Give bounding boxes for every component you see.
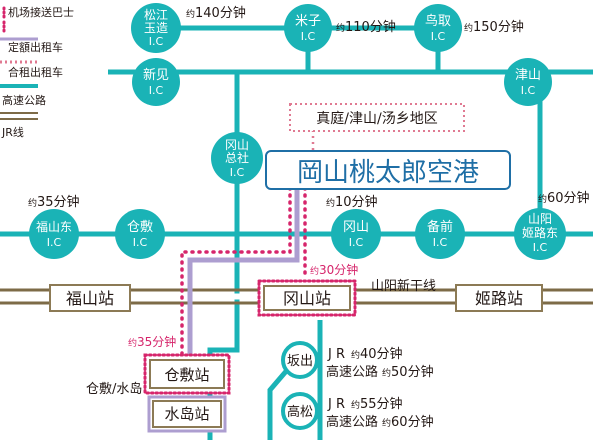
svg-text:仓敷: 仓敷 [127,220,153,235]
time-okayama-station: 约30分钟 [310,262,358,277]
ic-node-fukuyama-higashi: 福山东 I.C [29,209,79,259]
svg-text:福山东: 福山东 [36,219,72,234]
svg-text:I.C: I.C [149,35,164,48]
ic-node-okayama: 冈山 I.C [331,209,381,259]
ic-node-matsue: 松江 玉造 I.C [131,3,181,53]
ic-node-tsuyama: 津山 I.C [504,58,552,106]
station-mizushima: 水岛站 [147,395,227,433]
ic-node-yonago: 米子 I.C [284,4,332,52]
time-matsue: 约140分钟 [186,5,246,21]
takamatsu-hw-time: 高速公路约60分钟 [326,414,434,430]
airport-box: 岡山桃太郎空港 [265,150,511,190]
svg-text:水岛站: 水岛站 [164,405,209,423]
expressway-kurashiki-branch [207,340,240,440]
svg-text:I.C: I.C [349,236,364,249]
node-sakaide: 坂出 [281,341,319,379]
ic-node-tottori: 鸟取 I.C [414,4,462,52]
svg-text:I.C: I.C [149,84,164,97]
ic-node-okayama-soja: 冈山 总社 I.C [211,132,263,184]
ic-node-sanyo-himeji-higashi: 山阳 姬路东 I.C [514,208,566,260]
svg-text:I.C: I.C [533,241,548,254]
svg-text:I.C: I.C [230,166,245,179]
svg-text:山阳: 山阳 [528,212,552,226]
svg-text:I.C: I.C [47,236,62,249]
svg-text:冈山站: 冈山站 [283,289,331,308]
node-takamatsu: 高松 [281,392,319,430]
ic-node-kurashiki: 仓敷 I.C [115,209,165,259]
fixed-taxi-route-kurashiki [187,188,300,357]
legend-fixed-taxi-label: 定額出租车 [8,40,63,54]
svg-text:I.C: I.C [431,30,446,43]
svg-text:鸟取: 鸟取 [425,13,451,29]
bus-route-kurashiki [180,186,292,357]
svg-text:高松: 高松 [287,404,313,420]
shinkansen-label: 山阳新干线 [371,278,436,294]
svg-text:仓敷站: 仓敷站 [164,366,209,384]
time-himeji: 约60分钟 [538,190,590,206]
legend: 机场接送巴士 定額出租车 合租出租车 高速公路 JR线 [0,5,74,139]
legend-shared-taxi-label: 合租出租车 [8,65,63,79]
station-kurashiki: 仓敷站 [143,353,231,395]
ic-node-niimi: 新见 I.C [132,58,180,106]
svg-text:I.C: I.C [433,236,448,249]
svg-text:米子: 米子 [295,14,321,29]
svg-text:福山站: 福山站 [66,289,114,308]
svg-text:新见: 新见 [143,67,169,83]
svg-text:备前: 备前 [427,219,453,235]
sakaide-hw-time: 高速公路约50分钟 [326,364,434,380]
airport-title: 岡山桃太郎空港 [297,158,479,188]
time-fukuyama: 约35分钟 [28,194,80,210]
svg-text:姬路站: 姬路站 [475,289,523,308]
station-okayama: 冈山站 [257,279,357,317]
ic-node-bizen: 备前 I.C [415,209,465,259]
svg-text:I.C: I.C [301,30,316,43]
region-label: 真庭/津山/汤乡地区 [316,110,437,127]
svg-text:I.C: I.C [133,236,148,249]
svg-text:总社: 总社 [225,150,249,165]
svg-text:松江: 松江 [144,8,168,22]
legend-jr-label: JR线 [1,125,24,139]
time-kurashiki-station: 约35分钟 [128,334,176,349]
station-fukuyama: 福山站 [49,284,131,312]
kurashiki-area-label: 仓敷/水岛 [86,381,142,397]
legend-expressway-label: 高速公路 [2,93,46,107]
svg-text:坂出: 坂出 [287,354,313,369]
svg-text:冈山: 冈山 [225,138,249,152]
svg-text:I.C: I.C [521,84,536,97]
region-box: 真庭/津山/汤乡地区 [289,103,465,132]
time-okayama-ic: 约10分钟 [326,194,378,210]
legend-bus-label: 机场接送巴士 [8,5,74,19]
time-tottori: 约150分钟 [464,19,524,35]
svg-text:玉造: 玉造 [144,21,168,35]
station-himeji: 姬路站 [455,284,543,312]
svg-text:冈山: 冈山 [343,220,369,235]
svg-text:津山: 津山 [515,68,541,83]
svg-text:姬路东: 姬路东 [522,225,558,240]
time-yonago: 约110分钟 [336,19,396,35]
